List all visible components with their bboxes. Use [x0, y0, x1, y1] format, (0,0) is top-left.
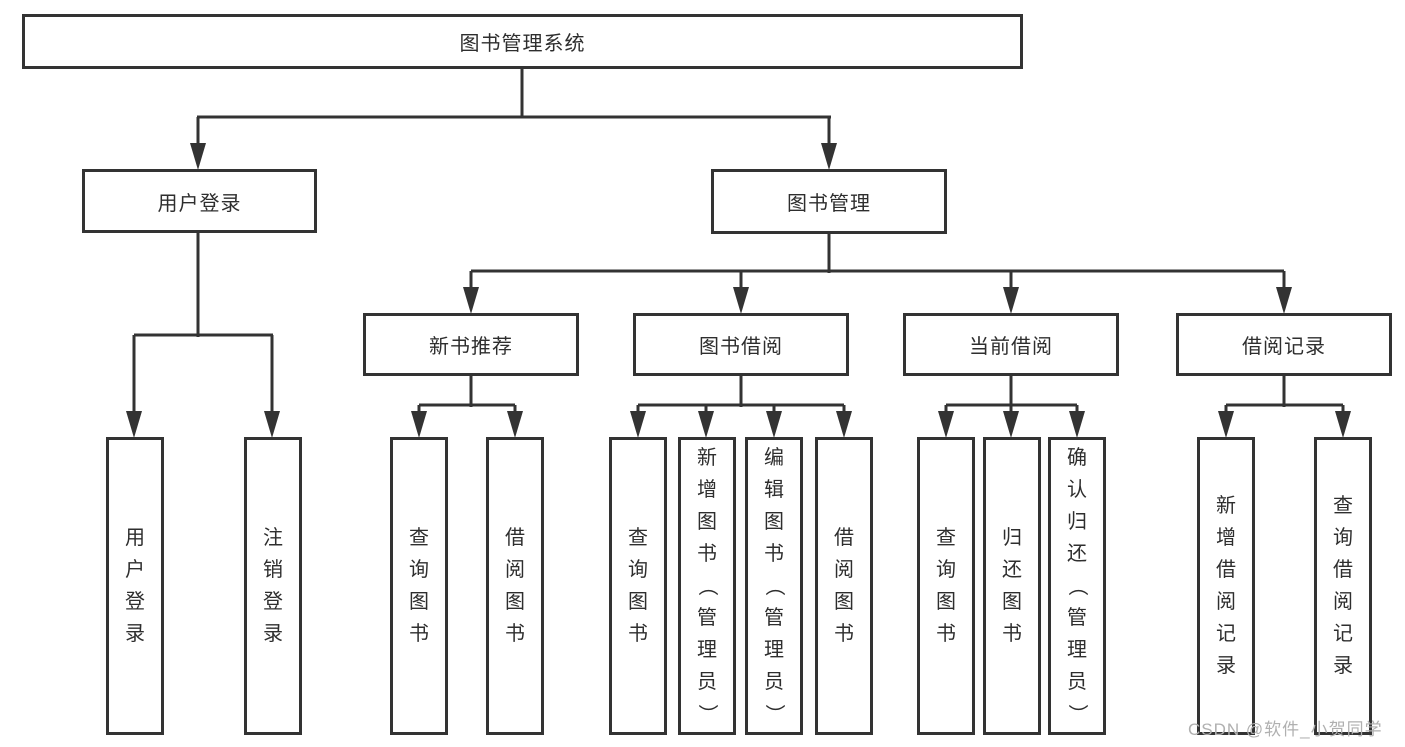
leaf-borrow-book-borrow: 借阅图书: [815, 437, 873, 735]
node-book-borrow-label: 图书借阅: [699, 336, 783, 358]
node-book-borrow: 图书借阅: [633, 313, 849, 376]
arrowheads: [126, 143, 1351, 438]
node-new-book-recommend: 新书推荐: [363, 313, 579, 376]
leaf-query-book-recommend: 查询图书: [390, 437, 448, 735]
node-borrow-records-label: 借阅记录: [1242, 336, 1326, 358]
leaf-query-book-current: 查询图书: [917, 437, 975, 735]
leaf-query-book-borrow: 查询图书: [609, 437, 667, 735]
leaf-add-borrow-record: 新增借阅记录: [1197, 437, 1255, 735]
leaf-return-book: 归还图书: [983, 437, 1041, 735]
leaf-edit-book-admin: 编辑图书（管理员）: [745, 437, 803, 735]
node-root: 图书管理系统: [22, 14, 1023, 69]
leaf-add-book-admin: 新增图书（管理员）: [678, 437, 736, 735]
leaf-user-login: 用户登录: [106, 437, 164, 735]
node-current-borrow-label: 当前借阅: [969, 336, 1053, 358]
leaf-confirm-return-admin: 确认归还（管理员）: [1048, 437, 1106, 735]
leaf-logout: 注销登录: [244, 437, 302, 735]
node-borrow-records: 借阅记录: [1176, 313, 1392, 376]
node-user-login: 用户登录: [82, 169, 317, 233]
node-book-management: 图书管理: [711, 169, 947, 234]
node-book-management-label: 图书管理: [787, 193, 871, 215]
leaf-query-borrow-record: 查询借阅记录: [1314, 437, 1372, 735]
node-new-book-recommend-label: 新书推荐: [429, 336, 513, 358]
leaf-borrow-book-recommend: 借阅图书: [486, 437, 544, 735]
csdn-watermark: CSDN @软件_小贺同学: [1188, 720, 1383, 739]
node-current-borrow: 当前借阅: [903, 313, 1119, 376]
node-root-label: 图书管理系统: [459, 33, 586, 55]
node-user-login-label: 用户登录: [157, 192, 242, 215]
